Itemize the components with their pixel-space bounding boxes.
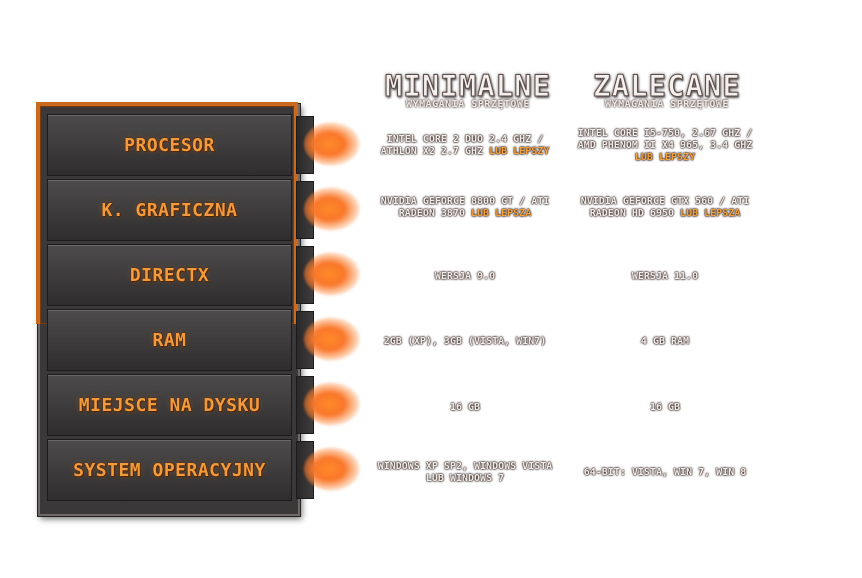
recommended-value-text: INTEL CORE I5-750, 2.67 GHZ / AMD PHENOM… [577,128,753,151]
recommended-title: ZALECANE [593,69,741,103]
minimum-value-text: 2GB (XP), 3GB (VISTA, WIN7) [383,336,547,347]
row-label-box: SYSTEM OPERACYJNY [47,439,292,501]
recommended-value-text: 16 GB [649,402,681,413]
row-glow-icon [304,317,360,361]
recommended-value-highlight: LUB LEPSZY [634,152,696,163]
minimum-subtitle: WYMAGANIA SPRZĘTOWE [406,99,530,110]
minimum-value-text: 16 GB [449,402,481,413]
recommended-value: INTEL CORE I5-750, 2.67 GHZ / AMD PHENOM… [570,128,760,164]
recommended-subtitle: WYMAGANIA SPRZĘTOWE [605,99,729,110]
row-glow-icon [304,252,360,296]
minimum-value-text: WERSJA 9.0 [434,271,496,282]
minimum-title: MINIMALNE [384,69,552,103]
recommended-value-text: WERSJA 11.0 [631,271,699,282]
recommended-value: 16 GB [570,402,760,414]
recommended-value: 64-BIT: VISTA, WIN 7, WIN 8 [570,467,760,479]
minimum-value-highlight: LUB LEPSZY [489,146,550,157]
minimum-value-text: WINDOWS XP SP2, WINDOWS VISTA LUB WINDOW… [377,461,553,484]
minimum-value: INTEL CORE 2 DUO 2.4 GHZ / ATHLON X2 2.7… [370,134,560,158]
minimum-value: WERSJA 9.0 [370,271,560,283]
row-label-box: DIRECTX [47,244,292,306]
minimum-value: 16 GB [370,402,560,414]
row-glow-icon [304,122,360,166]
minimum-value-text: NVIDIA GEFORCE 8800 GT / ATI RADEON 3870 [380,196,550,219]
row-glow-icon [304,187,360,231]
recommended-requirements-header: ZALECANE WYMAGANIA SPRZĘTOWE [577,69,757,111]
recommended-value-text: NVIDIA GEFORCE GTX 560 / ATI RADEON HD 6… [580,196,750,219]
row-label-box: MIEJSCE NA DYSKU [47,374,292,436]
minimum-value-highlight: LUB LEPSZA [471,208,532,219]
minimum-value: WINDOWS XP SP2, WINDOWS VISTA LUB WINDOW… [370,461,560,485]
row-label: PROCESOR [124,134,215,156]
row-label: RAM [152,329,187,351]
minimum-value: 2GB (XP), 3GB (VISTA, WIN7) [370,336,560,348]
recommended-value: WERSJA 11.0 [570,271,760,283]
row-label: SYSTEM OPERACYJNY [73,459,266,481]
recommended-value: 4 GB RAM [570,336,760,348]
minimum-requirements-header: MINIMALNE WYMAGANIA SPRZĘTOWE [378,69,558,111]
row-label-box: RAM [47,309,292,371]
row-label-box: PROCESOR [47,114,292,176]
row-label: K. GRAFICZNA [101,199,238,221]
recommended-value-text: 4 GB RAM [640,336,690,347]
row-label-box: K. GRAFICZNA [47,179,292,241]
row-glow-icon [304,447,360,491]
row-label: DIRECTX [129,264,210,286]
row-label: MIEJSCE NA DYSKU [78,394,261,416]
recommended-value: NVIDIA GEFORCE GTX 560 / ATI RADEON HD 6… [570,196,760,220]
recommended-value-text: 64-BIT: VISTA, WIN 7, WIN 8 [583,467,747,478]
minimum-value: NVIDIA GEFORCE 8800 GT / ATI RADEON 3870… [370,196,560,220]
minimum-value-text: INTEL CORE 2 DUO 2.4 GHZ / ATHLON X2 2.7… [380,134,544,157]
row-glow-icon [304,382,360,426]
recommended-value-highlight: LUB LEPSZA [680,208,741,219]
